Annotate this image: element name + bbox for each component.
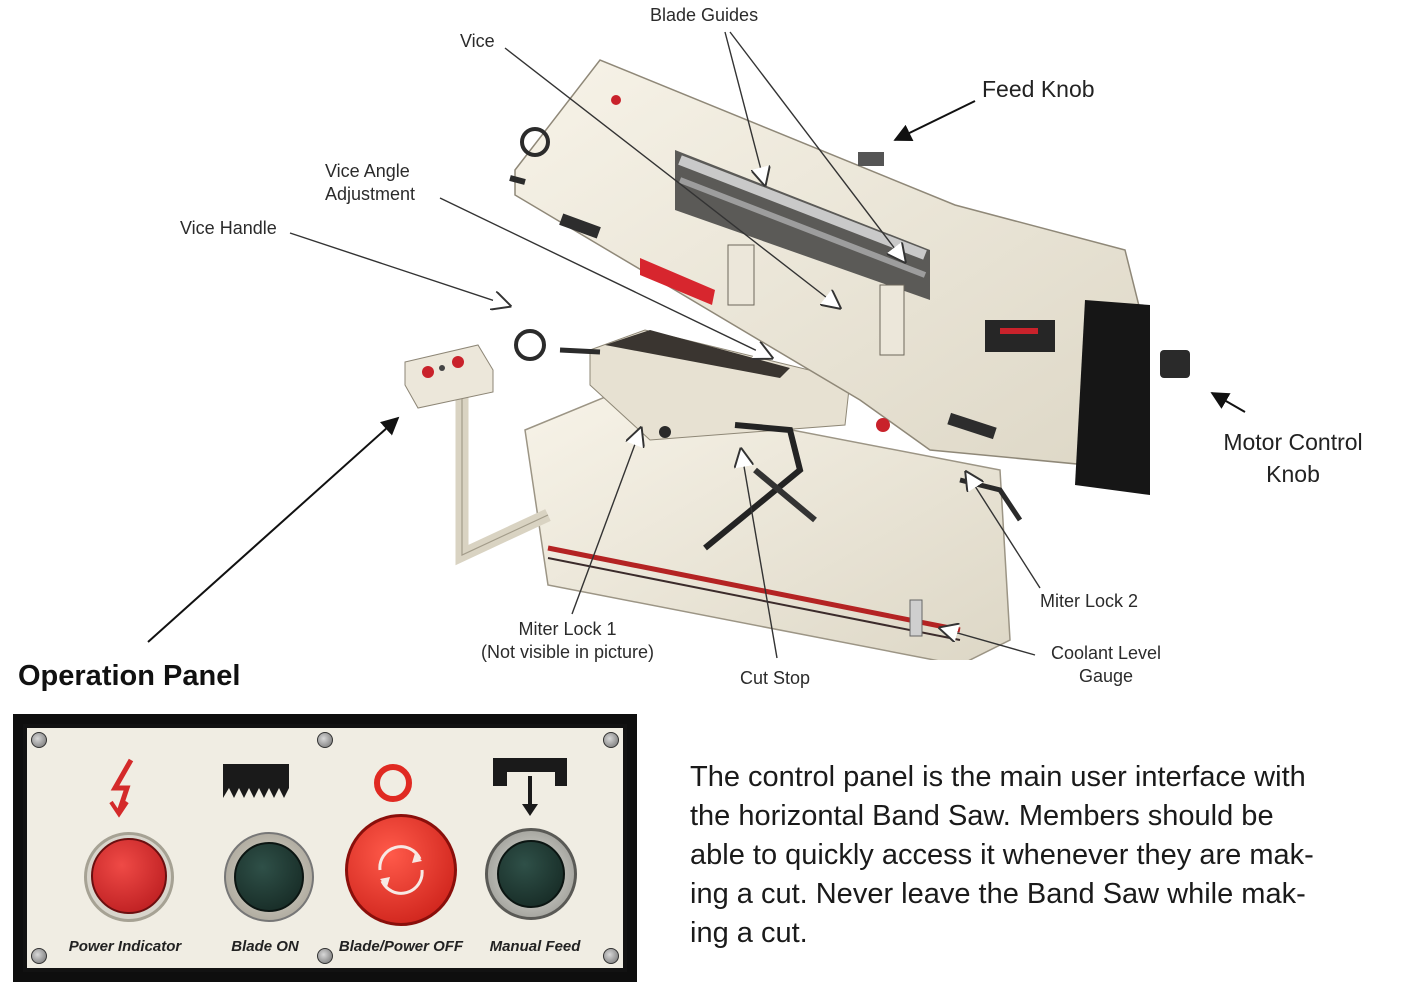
label-motor-control: Motor Control Knob bbox=[1195, 426, 1391, 490]
description-line: ing a cut. Never leave the Band Saw whil… bbox=[690, 878, 1306, 910]
screw-icon bbox=[317, 732, 333, 748]
description-line: able to quickly access it whenever they … bbox=[690, 839, 1314, 871]
saw-blade-icon bbox=[223, 764, 289, 798]
coolant-gauge-shape bbox=[909, 599, 923, 637]
screw-icon bbox=[317, 948, 333, 964]
screw-icon bbox=[31, 948, 47, 964]
label-motor-control-line2: Knob bbox=[1266, 461, 1320, 487]
label-miter-lock-1-line1: Miter Lock 1 bbox=[518, 619, 617, 639]
label-miter-lock-2: Miter Lock 2 bbox=[1040, 591, 1139, 611]
label-blade-guides: Blade Guides bbox=[650, 5, 759, 25]
description-line: The control panel is the main user inter… bbox=[690, 761, 1306, 793]
label-miter-lock-1: Miter Lock 1 (Not visible in picture) bbox=[455, 618, 680, 664]
power-indicator-label: Power Indicator bbox=[68, 938, 182, 955]
operation-panel-photo: Power Indicator Blade ON Blade/Power OFF… bbox=[13, 714, 637, 982]
rotate-arrows-icon bbox=[378, 845, 424, 895]
description-line: the horizontal Band Saw. Members should … bbox=[690, 800, 1274, 832]
lightning-icon bbox=[109, 758, 134, 818]
label-vice: Vice bbox=[460, 31, 495, 51]
label-coolant-line1: Coolant Level bbox=[1050, 643, 1162, 663]
label-coolant-gauge: Coolant Level Gauge bbox=[1036, 642, 1176, 688]
saw-arm bbox=[509, 59, 1190, 495]
label-motor-control-line1: Motor Control bbox=[1223, 429, 1363, 455]
blade-on-button[interactable] bbox=[234, 842, 304, 912]
label-coolant-line2: Gauge bbox=[1078, 666, 1134, 686]
motor-knob-shape bbox=[1160, 350, 1190, 378]
description-line: ing a cut. bbox=[690, 917, 808, 949]
screw-icon bbox=[31, 732, 47, 748]
label-miter-lock-1-line2: (Not visible in picture) bbox=[480, 642, 655, 662]
off-circle-icon bbox=[374, 764, 412, 802]
screw-icon bbox=[603, 732, 619, 748]
operation-panel-title: Operation Panel bbox=[18, 660, 241, 692]
screw-icon bbox=[603, 948, 619, 964]
label-vice-angle-line2: Adjustment bbox=[325, 184, 416, 204]
vice-handwheel-shape bbox=[514, 329, 546, 361]
operation-panel-face: Power Indicator Blade ON Blade/Power OFF… bbox=[23, 724, 627, 972]
blade-on-label: Blade ON bbox=[231, 938, 299, 955]
label-vice-handle: Vice Handle bbox=[180, 218, 277, 238]
description-paragraph: The control panel is the main user inter… bbox=[690, 758, 1395, 953]
saw-base bbox=[524, 394, 1011, 660]
band-saw-illustration bbox=[147, 31, 1246, 660]
vice-table bbox=[514, 329, 851, 441]
power-indicator-light[interactable] bbox=[91, 838, 167, 914]
manual-feed-label: Manual Feed bbox=[489, 938, 581, 955]
feed-arrow-icon bbox=[493, 758, 567, 816]
label-feed-knob: Feed Knob bbox=[982, 76, 1095, 102]
panel-pedestal bbox=[404, 344, 551, 566]
label-vice-angle-line1: Vice Angle bbox=[325, 161, 410, 181]
manual-feed-button[interactable] bbox=[497, 840, 565, 908]
callout-leaders bbox=[147, 31, 1246, 659]
blade-power-off-label: Blade/Power OFF bbox=[338, 938, 464, 955]
blade-power-off-button[interactable] bbox=[345, 814, 457, 926]
label-cut-stop: Cut Stop bbox=[740, 668, 811, 688]
cut-stop-shape bbox=[703, 422, 817, 551]
